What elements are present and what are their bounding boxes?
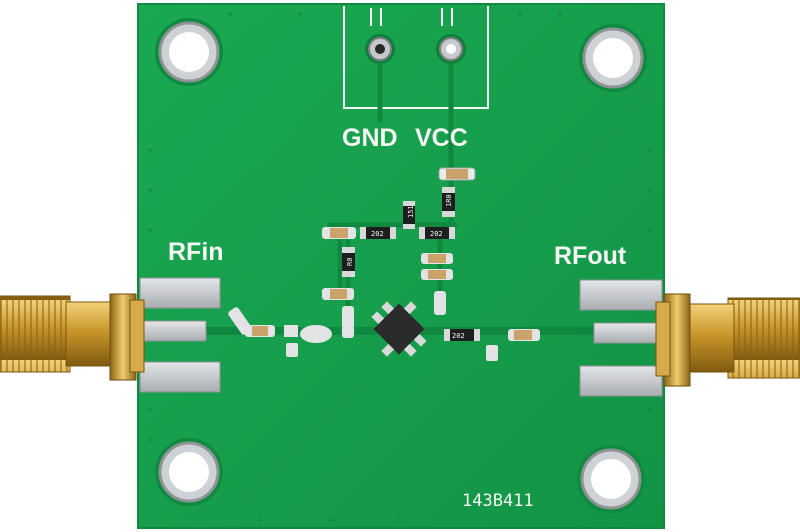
mark-4: 151 [407,205,415,218]
mark-6: 1R0 [445,194,453,207]
mark-2: 202 [430,230,443,238]
component-marks: 202 202 202 151 R0 1R0 [346,194,465,340]
sma-connector-left [0,293,145,381]
power-header [343,6,489,109]
rf-out-label: RFout [554,242,627,270]
mounting-hole-bottom-right [577,445,645,513]
gnd-label: GND [342,124,398,152]
serial-number: 143B411 [462,491,534,511]
mark-5: R0 [346,258,354,266]
mounting-hole-top-right [579,24,647,92]
mark-3: 202 [452,332,465,340]
vcc-label: VCC [415,124,468,152]
mounting-hole-top-left [155,18,223,86]
silkscreen-labels: GND VCC RFin RFout 143B411 [168,124,627,511]
rf-edge-pads [139,277,663,397]
sma-connector-right [655,293,800,387]
pcb [137,3,665,529]
mark-1: 202 [371,230,384,238]
rf-in-label: RFin [168,238,224,266]
mounting-hole-bottom-left [155,438,223,506]
